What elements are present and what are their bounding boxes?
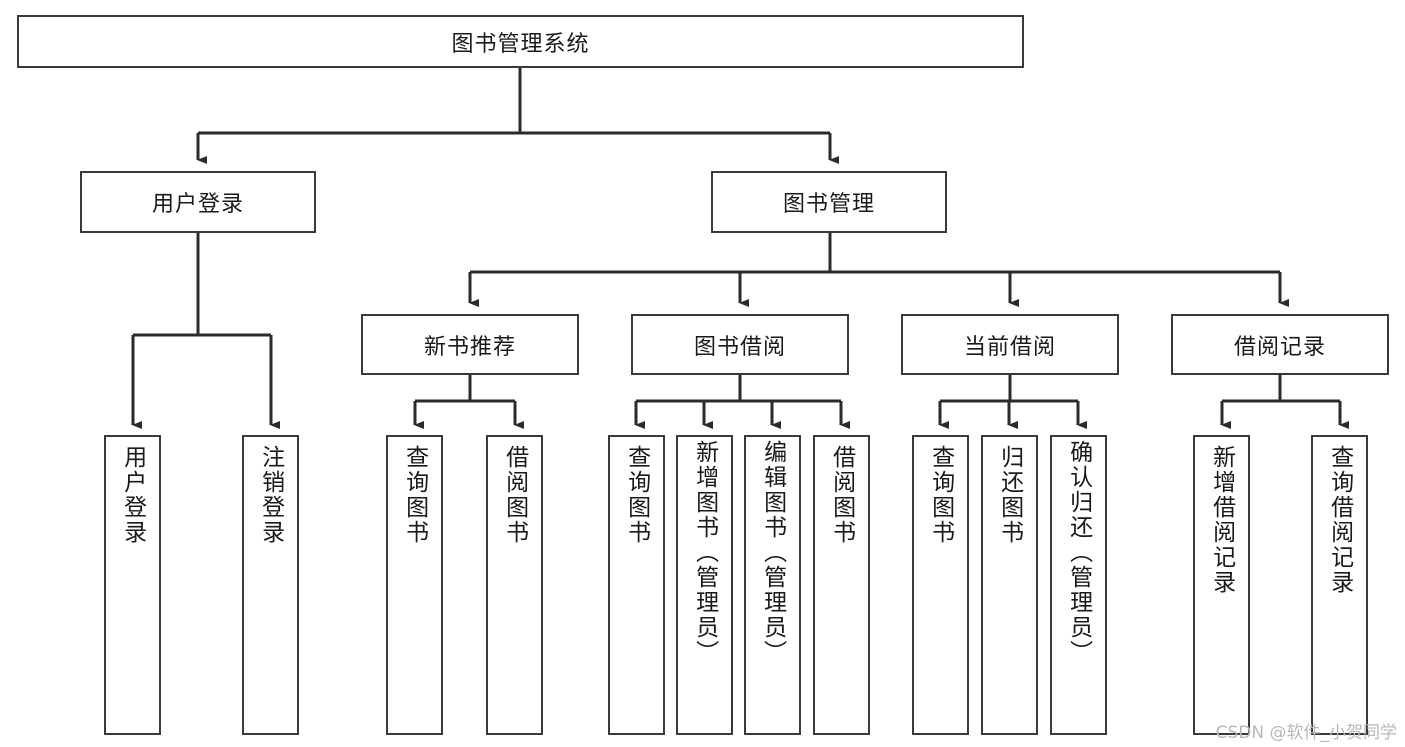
node-leaf-return-book-label: 归还图书 [996, 445, 1023, 545]
node-user-login-label: 用户登录 [151, 192, 244, 217]
node-book-manage[interactable]: 图书管理 [711, 171, 947, 233]
node-user-login[interactable]: 用户登录 [80, 171, 316, 233]
node-leaf-query-book-3[interactable]: 查询图书 [912, 435, 969, 735]
node-root-system[interactable]: 图书管理系统 [17, 15, 1024, 68]
node-book-borrow-label: 图书借阅 [693, 334, 786, 360]
node-leaf-borrow-book-2[interactable]: 借阅图书 [813, 435, 870, 735]
node-new-book-recommend-label: 新书推荐 [423, 334, 516, 360]
csdn-watermark: CSDN @软件_小贺同学 [1215, 723, 1397, 743]
node-leaf-add-book-label: 新增图书（管理员） [691, 440, 718, 665]
node-leaf-query-book-1-label: 查询图书 [401, 445, 428, 545]
node-leaf-return-book[interactable]: 归还图书 [981, 435, 1038, 735]
node-leaf-add-record[interactable]: 新增借阅记录 [1193, 435, 1250, 735]
node-leaf-edit-book-label: 编辑图书（管理员） [759, 440, 786, 665]
node-leaf-confirm-return[interactable]: 确认归还（管理员） [1050, 435, 1107, 735]
node-leaf-query-record-label: 查询借阅记录 [1326, 445, 1353, 595]
node-borrow-record[interactable]: 借阅记录 [1171, 314, 1389, 375]
node-leaf-logout[interactable]: 注销登录 [242, 435, 299, 735]
node-leaf-query-book-3-label: 查询图书 [927, 445, 954, 545]
node-borrow-record-label: 借阅记录 [1233, 334, 1326, 360]
node-leaf-add-book[interactable]: 新增图书（管理员） [676, 435, 733, 735]
node-leaf-user-login-label: 用户登录 [119, 445, 146, 545]
node-leaf-add-record-label: 新增借阅记录 [1208, 445, 1235, 595]
node-leaf-borrow-book-1-label: 借阅图书 [501, 445, 528, 545]
node-leaf-edit-book[interactable]: 编辑图书（管理员） [744, 435, 801, 735]
node-leaf-query-book-1[interactable]: 查询图书 [386, 435, 443, 735]
node-current-borrow[interactable]: 当前借阅 [901, 314, 1119, 375]
node-leaf-logout-label: 注销登录 [257, 445, 284, 545]
node-leaf-query-book-2[interactable]: 查询图书 [608, 435, 665, 735]
node-leaf-confirm-return-label: 确认归还（管理员） [1065, 440, 1092, 665]
node-leaf-borrow-book-2-label: 借阅图书 [828, 445, 855, 545]
node-leaf-query-record[interactable]: 查询借阅记录 [1311, 435, 1368, 735]
node-current-borrow-label: 当前借阅 [963, 334, 1056, 360]
node-leaf-query-book-2-label: 查询图书 [623, 445, 650, 545]
node-leaf-borrow-book-1[interactable]: 借阅图书 [486, 435, 543, 735]
node-new-book-recommend[interactable]: 新书推荐 [361, 314, 579, 375]
node-book-manage-label: 图书管理 [782, 192, 875, 217]
node-leaf-user-login[interactable]: 用户登录 [104, 435, 161, 735]
node-root-system-label: 图书管理系统 [451, 31, 590, 57]
node-book-borrow[interactable]: 图书借阅 [631, 314, 849, 375]
